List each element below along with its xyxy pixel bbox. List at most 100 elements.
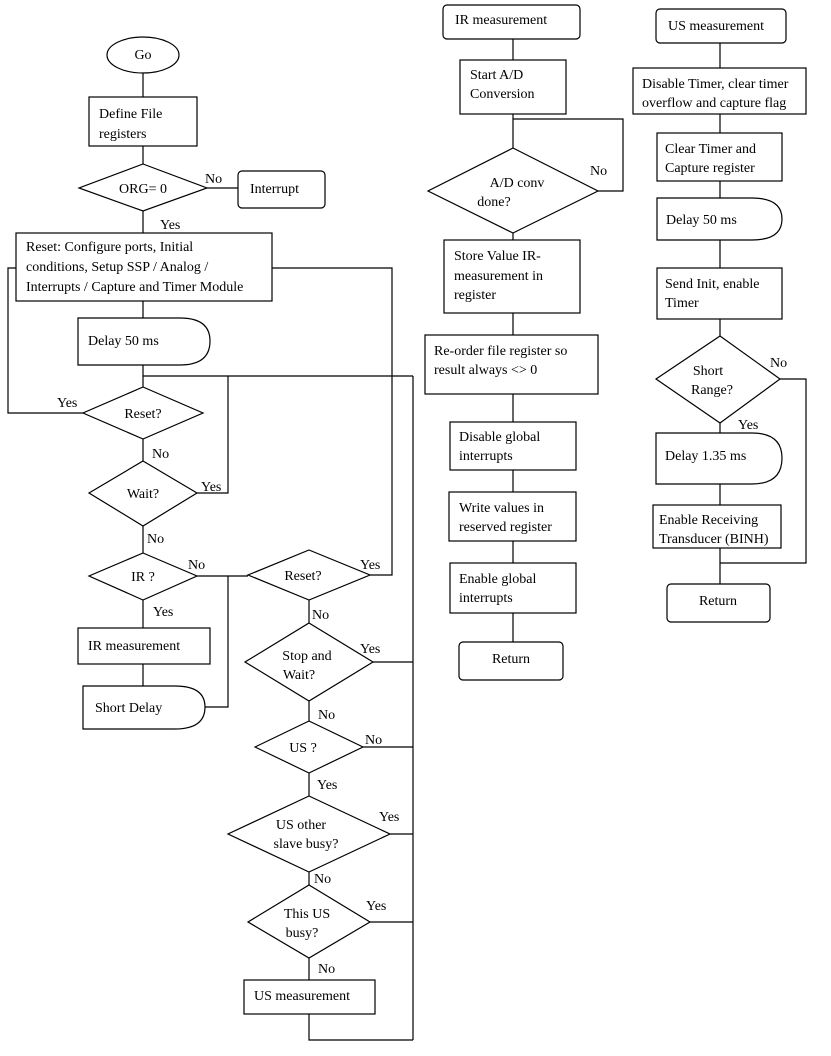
write-values-box: Write values in reserved register [448, 491, 577, 542]
us-routine-title: US measurement [668, 19, 764, 34]
org-no-label: No [205, 172, 222, 187]
ir-label: IR ? [131, 570, 155, 585]
ir-return-box: Return [458, 641, 564, 681]
reset2-no-label: No [312, 608, 329, 623]
org-decision: ORG= 0 [77, 163, 209, 212]
us-other-no-label: No [314, 872, 331, 887]
this-us-line-2: busy? [286, 926, 319, 941]
interrupt-label: Interrupt [250, 182, 299, 197]
enable-line-2: interrupts [459, 591, 513, 606]
ad-no-label: No [590, 164, 607, 179]
ir-routine-title: IR measurement [455, 13, 547, 28]
reset-block-line-2: conditions, Setup SSP / Analog / [26, 260, 208, 275]
send-init-line-2: Timer [665, 296, 699, 311]
store-line-2: measurement in [454, 269, 543, 284]
store-value-box: Store Value IR- measurement in register [443, 239, 581, 314]
us-meas-label: US measurement [254, 989, 350, 1004]
us-other-yes-label: Yes [379, 810, 399, 825]
clear-timer-line-1: Clear Timer and [665, 142, 756, 157]
enable-line-1: Enable global [459, 572, 536, 587]
this-us-no-label: No [318, 962, 335, 977]
disable-line-1: Disable global [459, 430, 540, 445]
start-ad-line-2: Conversion [470, 87, 535, 102]
us-routine-title-box: US measurement [655, 8, 787, 44]
clear-timer-line-2: Capture register [665, 161, 755, 176]
reset2-yes-label: Yes [360, 558, 380, 573]
enable-receiving-box: Enable Receiving Transducer (BINH) [652, 504, 782, 549]
us-yes-label: Yes [317, 778, 337, 793]
stop-wait-line-2: Wait? [283, 668, 315, 683]
stop-wait-line-1: Stop and [282, 649, 331, 664]
define-file-registers-box: Define File registers [88, 96, 198, 147]
short-range-line-2: Range? [691, 383, 733, 398]
us-other-line-1: US other [276, 818, 327, 833]
reset1-no-label: No [152, 447, 169, 462]
stop-wait-decision: Stop and Wait? [243, 622, 375, 702]
this-us-busy-decision: This US busy? [246, 884, 372, 959]
ir-yes-label: Yes [153, 605, 173, 620]
delay2-label: Delay 1.35 ms [665, 449, 746, 464]
reset2-decision: Reset? [246, 549, 372, 601]
short-delay-shape: Short Delay [82, 685, 206, 730]
us-label: US ? [289, 741, 317, 756]
reset2-label: Reset? [284, 569, 321, 584]
reset1-label: Reset? [124, 407, 161, 422]
reorder-line-1: Re-order file register so [434, 344, 567, 359]
send-init-line-1: Send Init, enable [665, 277, 759, 292]
delay-50ms-shape: Delay 50 ms [77, 317, 211, 366]
disable-line-2: interrupts [459, 449, 513, 464]
wait-label: Wait? [127, 487, 159, 502]
store-line-3: register [454, 288, 496, 303]
ad-done-decision: A/D conv done? [426, 147, 600, 234]
us-no-label: No [365, 733, 382, 748]
ir-measurement-box: IR measurement [77, 627, 211, 665]
connectors [7, 39, 807, 1041]
stop-yes-label: Yes [360, 642, 380, 657]
store-line-1: Store Value IR- [454, 249, 541, 264]
reorder-box: Re-order file register so result always … [424, 334, 599, 395]
clear-timer-box: Clear Timer and Capture register [656, 132, 783, 182]
ad-done-line-2: done? [477, 195, 510, 210]
define-line-1: Define File [99, 107, 162, 122]
short-range-line-1: Short [693, 364, 723, 379]
reset-block-line-3: Interrupts / Capture and Timer Module [26, 280, 243, 295]
reset1-decision: Reset? [81, 386, 205, 440]
ir-no-label: No [188, 558, 205, 573]
enable-rx-line-2: Transducer (BINH) [659, 532, 769, 547]
wait-decision: Wait? [87, 460, 199, 527]
sr-yes-label: Yes [738, 418, 758, 433]
us-measurement-box: US measurement [243, 979, 376, 1015]
enable-interrupts-box: Enable global interrupts [449, 562, 577, 614]
wait-yes-label: Yes [201, 480, 221, 495]
ir-return-label: Return [492, 652, 530, 667]
us-delay-label: Delay 50 ms [666, 213, 737, 228]
reorder-line-2: result always <> 0 [434, 363, 537, 378]
org-label: ORG= 0 [119, 182, 167, 197]
start-ad-line-1: Start A/D [470, 68, 523, 83]
disable-interrupts-box: Disable global interrupts [449, 421, 577, 471]
org-yes-label: Yes [160, 218, 180, 233]
go-terminal: Go [106, 36, 180, 74]
short-delay-label: Short Delay [95, 701, 162, 716]
send-init-box: Send Init, enable Timer [656, 267, 783, 320]
this-us-line-1: This US [284, 907, 330, 922]
reset-configure-box: Reset: Configure ports, Initial conditio… [15, 232, 273, 302]
delay-label: Delay 50 ms [88, 334, 159, 349]
write-line-2: reserved register [459, 520, 552, 535]
short-range-decision: Short Range? [654, 335, 782, 424]
disable-timer-box: Disable Timer, clear timer overflow and … [632, 67, 807, 115]
interrupt-box: Interrupt [237, 170, 326, 209]
enable-rx-line-1: Enable Receiving [659, 513, 758, 528]
us-decision: US ? [253, 720, 365, 774]
wait-no-label: No [147, 532, 164, 547]
disable-timer-line-1: Disable Timer, clear timer [642, 77, 789, 92]
us-other-line-2: slave busy? [274, 837, 339, 852]
us-other-busy-decision: US other slave busy? [226, 795, 392, 873]
ir-meas-label: IR measurement [88, 639, 180, 654]
define-line-2: registers [99, 127, 146, 142]
reset1-yes-label: Yes [57, 396, 77, 411]
this-us-yes-label: Yes [366, 899, 386, 914]
start-ad-box: Start A/D Conversion [459, 59, 567, 115]
ir-decision: IR ? [87, 552, 199, 601]
